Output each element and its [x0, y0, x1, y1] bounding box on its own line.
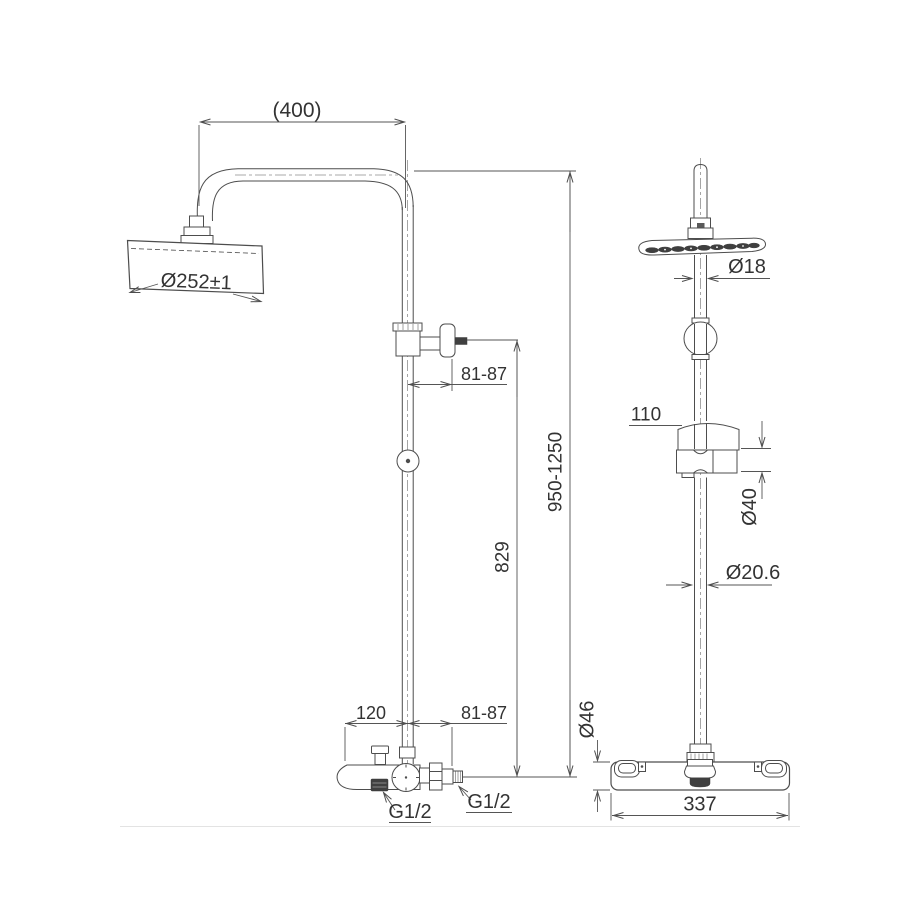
dim-valve-length: 337	[610, 793, 790, 821]
side-view: Ø18 110	[577, 158, 791, 821]
dim-valve-body-diameter: Ø46	[577, 701, 610, 812]
dim-label-slide-bracket-diameter: Ø40	[739, 488, 761, 526]
outlet-nut	[689, 777, 711, 788]
dim-label-upper-bracket-depth: 81-87	[461, 364, 507, 384]
slider-knob	[396, 449, 420, 473]
head-faceplate-seam	[130, 248, 260, 254]
pipe-union-fitting	[399, 746, 416, 759]
front-view: Ø252±1 (400)	[126, 99, 577, 823]
dim-label-valve-depth: 81-87	[461, 703, 507, 723]
diverter-knob	[371, 745, 389, 754]
dim-height-range: 950-1250	[414, 170, 576, 778]
slide-bracket	[676, 423, 740, 478]
dim-label-height-range: 950-1250	[546, 432, 567, 512]
outlet-flange	[687, 759, 713, 767]
dim-label-head-diameter: Ø252±1	[160, 270, 232, 295]
shower-arm	[196, 168, 414, 222]
mixer-valve-front	[336, 745, 463, 792]
dim-spout-valve: 120 81-87	[344, 703, 507, 766]
wall-hex-nut	[429, 762, 443, 791]
shower-head-side	[638, 237, 766, 256]
dim-label-inlet-thread: G1/2	[467, 791, 510, 813]
dim-label-bracket-to-valve: 829	[493, 541, 514, 573]
riser-pipe	[399, 205, 416, 764]
dim-label-valve-length: 337	[683, 794, 716, 816]
dim-label-slide-bracket-width: 110	[631, 405, 661, 426]
bracket-screw	[454, 337, 468, 345]
thread-label-spout: G1/2	[382, 791, 432, 823]
shower-head-front: Ø252±1	[126, 239, 265, 303]
dim-arm-reach: (400)	[198, 99, 407, 208]
dim-column-diameter: Ø20.6	[666, 562, 780, 589]
dim-slide-bracket-width: 110	[629, 405, 682, 426]
arm-end-view	[687, 163, 714, 239]
head-connector	[180, 215, 214, 244]
mixer-valve-side	[610, 743, 791, 791]
dim-upper-bracket-depth: 81-87	[407, 359, 507, 391]
dim-label-spout-length: 120	[356, 703, 386, 723]
upper-wall-bracket	[392, 322, 518, 358]
thread-label-inlet: G1/2	[457, 785, 512, 813]
dim-label-column-diameter: Ø20.6	[726, 562, 780, 584]
tub-spout-outlet	[370, 778, 389, 792]
dim-label-spout-thread: G1/2	[388, 801, 431, 823]
spray-nozzles	[645, 242, 760, 254]
dim-label-valve-body-diameter: Ø46	[577, 701, 599, 739]
dim-bracket-to-valve: 829	[493, 339, 521, 778]
dim-arm-diameter: Ø18	[674, 256, 770, 282]
dim-slide-bracket-diameter: Ø40	[739, 421, 771, 526]
ball-joint	[683, 317, 718, 360]
dim-label-arm-reach: (400)	[272, 99, 321, 122]
dim-label-arm-diameter: Ø18	[728, 256, 766, 278]
